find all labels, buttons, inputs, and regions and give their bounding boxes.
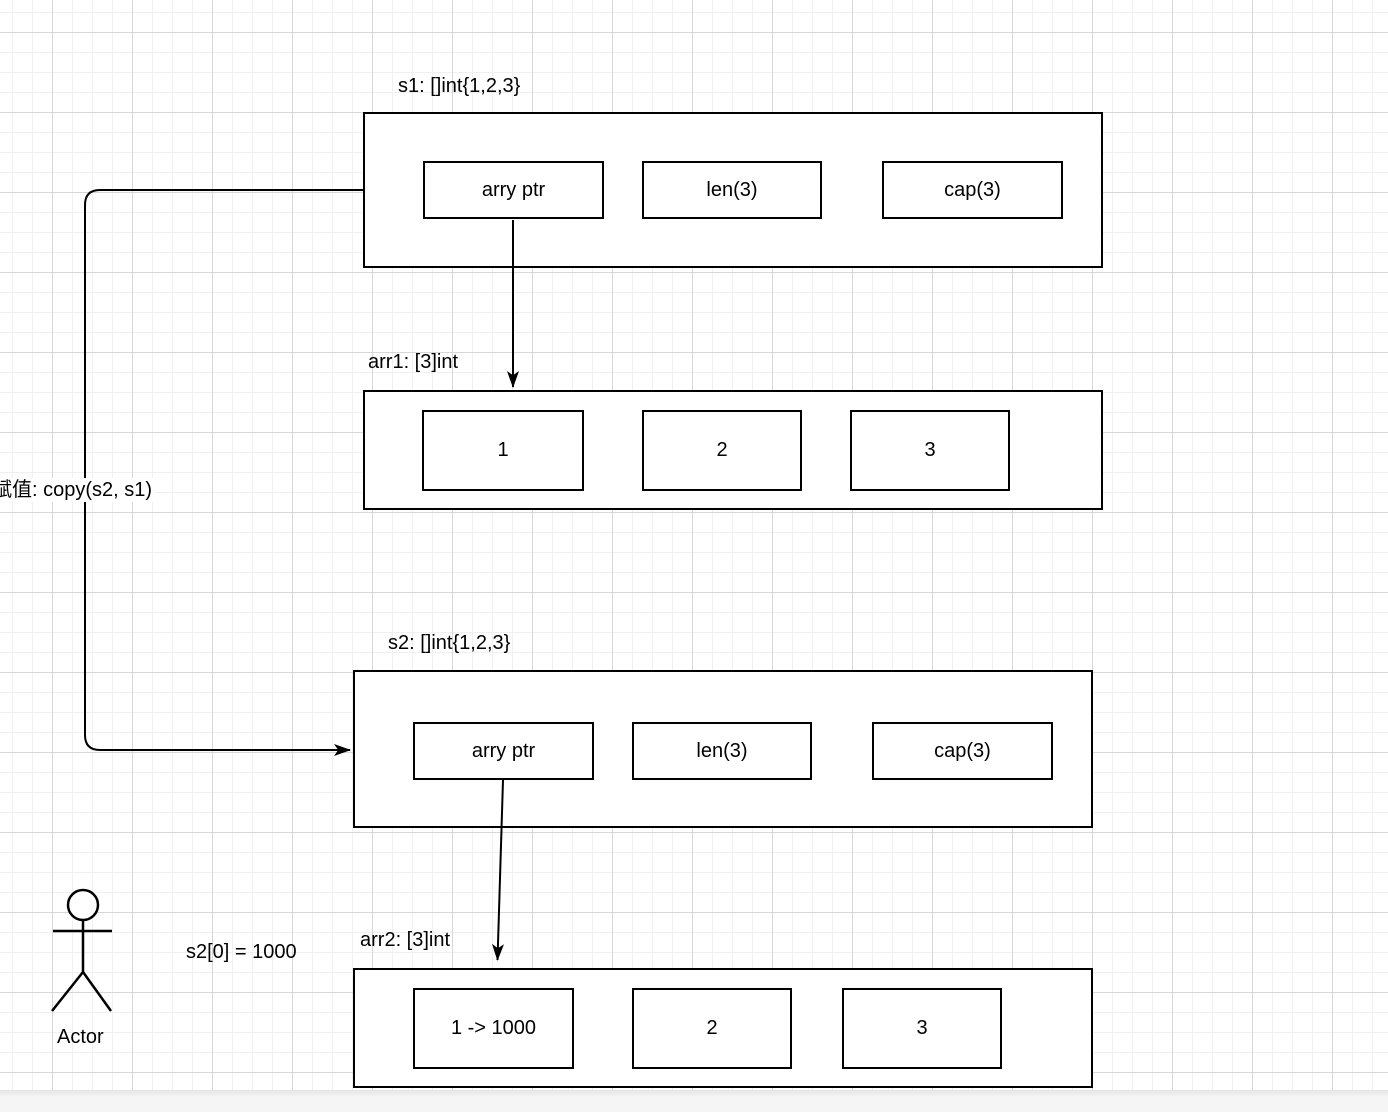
actor-left-leg (51, 971, 84, 1012)
s2-cell-len[interactable]: len(3) (632, 722, 812, 780)
actor-figure[interactable] (51, 888, 113, 1012)
actor-right-leg (81, 971, 113, 1012)
copy-edge-label[interactable]: 赋值: copy(s2, s1) (0, 478, 155, 502)
s2-ptr-to-arr2-arrow[interactable] (491, 779, 504, 961)
arr2-cell-0[interactable]: 1 -> 1000 (413, 988, 574, 1069)
arr2-cell-2[interactable]: 3 (842, 988, 1002, 1069)
actor-head (66, 888, 100, 922)
s2-label[interactable]: s2: []int{1,2,3} (388, 632, 511, 654)
arr1-cell-1[interactable]: 2 (642, 410, 802, 491)
arr1-cell-2[interactable]: 3 (850, 410, 1010, 491)
assign-label[interactable]: s2[0] = 1000 (186, 941, 297, 963)
copy-connector-arrow[interactable] (84, 189, 363, 756)
arr1-cell-0[interactable]: 1 (422, 410, 584, 491)
off-canvas-area (0, 1090, 1388, 1112)
s1-label[interactable]: s1: []int{1,2,3} (398, 75, 521, 97)
s2-cell-arry-ptr[interactable]: arry ptr (413, 722, 594, 780)
s2-cell-cap[interactable]: cap(3) (872, 722, 1053, 780)
s1-cell-cap[interactable]: cap(3) (882, 161, 1063, 219)
arr1-label[interactable]: arr1: [3]int (368, 351, 459, 373)
s1-cell-len[interactable]: len(3) (642, 161, 822, 219)
s1-cell-arry-ptr[interactable]: arry ptr (423, 161, 604, 219)
actor-label[interactable]: Actor (57, 1026, 104, 1048)
arr2-cell-1[interactable]: 2 (632, 988, 792, 1069)
arr2-label[interactable]: arr2: [3]int (360, 929, 451, 951)
